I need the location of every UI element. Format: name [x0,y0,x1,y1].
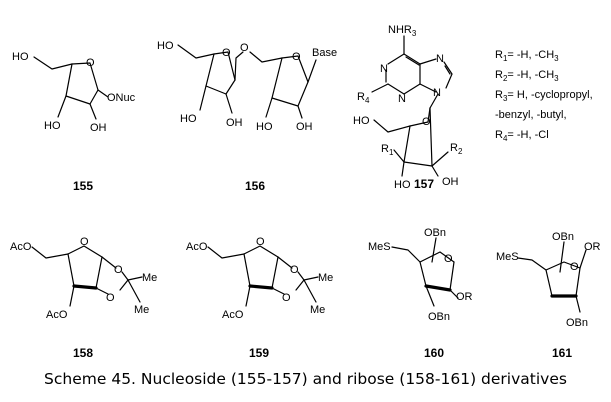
compound-156: HO O O HO OH O Base HO OH 156 [157,40,337,193]
atom-aco-bottom-159: AcO [222,309,244,321]
atom-aco-bottom-158: AcO [46,309,68,321]
scheme-caption: Scheme 45. Nucleoside (155-157) and ribo… [44,370,567,388]
r-group-line-4: -benzyl, -butyl, [495,109,567,121]
compound-number-158: 158 [73,346,93,360]
atom-o2-158: O [106,292,115,304]
compound-158: AcO O O O Me Me AcO 158 [10,236,157,360]
atom-ring-o1-156: O [222,47,231,59]
compound-number-159: 159 [249,346,269,360]
atom-n9-157: N [433,87,441,99]
atom-o1-158: O [114,264,123,276]
atom-ring-o-161: O [570,261,579,273]
atom-onuc-155: ONuc [107,92,136,104]
compound-number-155: 155 [73,179,93,193]
atom-ring-o-158: O [80,236,89,248]
atom-mes-160: MeS [368,241,391,253]
compound-155: HO O ONuc HO OH 155 [12,51,136,193]
atom-mes-161: MeS [496,251,519,263]
atom-oh2-156: OH [296,121,313,133]
atom-obn-bottom-161: OBn [566,317,588,329]
atom-aco-top-158: AcO [10,241,32,253]
atom-nhr3-157: NHR3 [388,24,417,38]
compound-number-160: 160 [424,346,444,360]
atom-me1-158: Me [142,272,157,284]
atom-obn-bottom-160: OBn [428,311,450,323]
atom-aco-top-159: AcO [186,241,208,253]
atom-r2-157: R2 [450,142,463,156]
atom-ho1-157: HO [394,179,411,191]
atom-base-156: Base [312,47,337,59]
atom-o1-159: O [290,264,299,276]
atom-ho-157: HO [353,115,370,127]
r-group-line-2: R2= -H, -CH3 [495,69,559,83]
atom-ring-o-155: O [86,57,95,69]
r-group-line-1: R1= -H, -CH3 [495,49,559,63]
atom-bridge-o-156: O [240,42,249,54]
atom-ring-o-160: O [444,253,453,265]
atom-o2-159: O [282,292,291,304]
atom-r1-157: R1 [381,143,394,157]
compound-number-157: 157 [414,177,434,191]
r-group-legend: R1= -H, -CH3 R2= -H, -CH3 R3= H, -cyclop… [495,49,593,143]
atom-or-160: OR [456,291,473,303]
compound-157: NHR3 N N N N R4 HO O R1 R2 HO OH 157 [353,24,463,191]
atom-me1-159: Me [318,272,333,284]
compound-number-156: 156 [245,179,265,193]
atom-or-161: OR [584,241,601,253]
atom-obn-top-160: OBn [424,227,446,239]
compound-159: AcO O O O Me Me AcO 159 [186,236,333,360]
atom-ring-o2-156: O [292,51,301,63]
atom-ho2-156: HO [256,121,273,133]
compound-number-161: 161 [552,346,572,360]
r-group-line-5: R4= -H, -Cl [495,129,549,143]
compound-161: MeS OBn O OR OBn 161 [496,231,601,360]
atom-oh1-157: OH [442,176,459,188]
atom-r4-157: R4 [357,91,370,105]
atom-obn-top-161: OBn [552,231,574,243]
atom-me2-158: Me [134,304,149,316]
atom-ring-o-157: O [422,116,431,128]
atom-oh1-155: OH [90,122,107,134]
atom-ho1-155: HO [44,120,61,132]
r-group-line-3: R3= H, -cyclopropyl, [495,89,593,103]
atom-ho-155: HO [12,51,29,63]
compound-160: MeS OBn O OR OBn 160 [368,227,473,360]
atom-ring-o-159: O [256,236,265,248]
atom-n3-157: N [398,93,406,105]
atom-ho-156: HO [157,40,174,52]
atom-me2-159: Me [310,304,325,316]
atom-oh1-156: OH [226,117,243,129]
atom-ho1-156: HO [180,113,197,125]
atom-n7-157: N [436,53,444,65]
atom-n1-157: N [380,63,388,75]
